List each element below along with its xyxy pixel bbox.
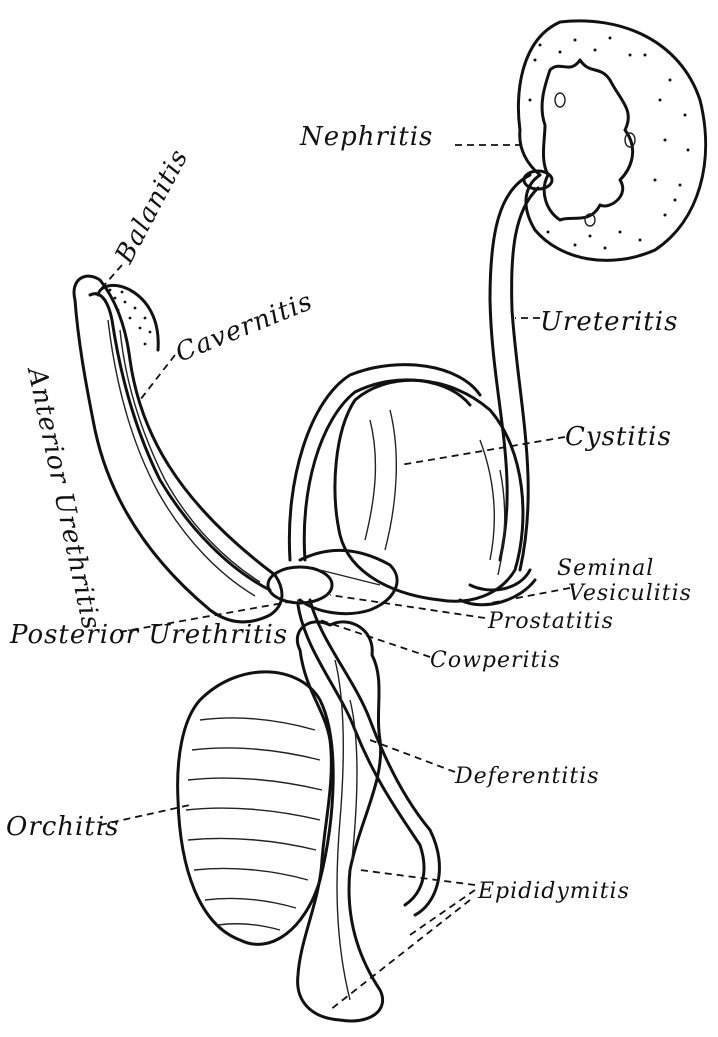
label-deferentitis: Deferentitis (454, 764, 600, 789)
label-epididymitis: Epididymitis (477, 879, 630, 904)
label-balanitis: Balanitis (109, 144, 194, 269)
label-cystitis: Cystitis (565, 422, 672, 452)
label-cavernitis: Cavernitis (171, 286, 317, 368)
label-seminal: Seminal (557, 556, 654, 581)
testis (178, 672, 334, 944)
label-cowperitis: Cowperitis (430, 648, 561, 673)
label-ureteritis: Ureteritis (540, 307, 678, 337)
leader-cowperitis (320, 620, 430, 657)
label-nephritis: Nephritis (299, 122, 433, 152)
ureter (490, 175, 538, 570)
leader-cystitis (400, 437, 565, 465)
label-orchitis: Orchitis (6, 812, 119, 842)
kidney (518, 21, 705, 261)
leader-deferentitis (370, 740, 455, 772)
leader-cavernitis (140, 355, 175, 400)
vas-deferens (289, 365, 480, 915)
label-vesiculitis: Vesiculitis (568, 581, 692, 606)
label-posterior-urethritis: Posterior Urethritis (9, 620, 288, 650)
label-anterior-urethritis: Anterior Urethritis (21, 363, 106, 633)
leader-epididymitis-1 (360, 870, 475, 885)
bladder (335, 380, 535, 604)
label-prostatitis: Prostatitis (487, 609, 614, 634)
epididymis (297, 622, 382, 1021)
